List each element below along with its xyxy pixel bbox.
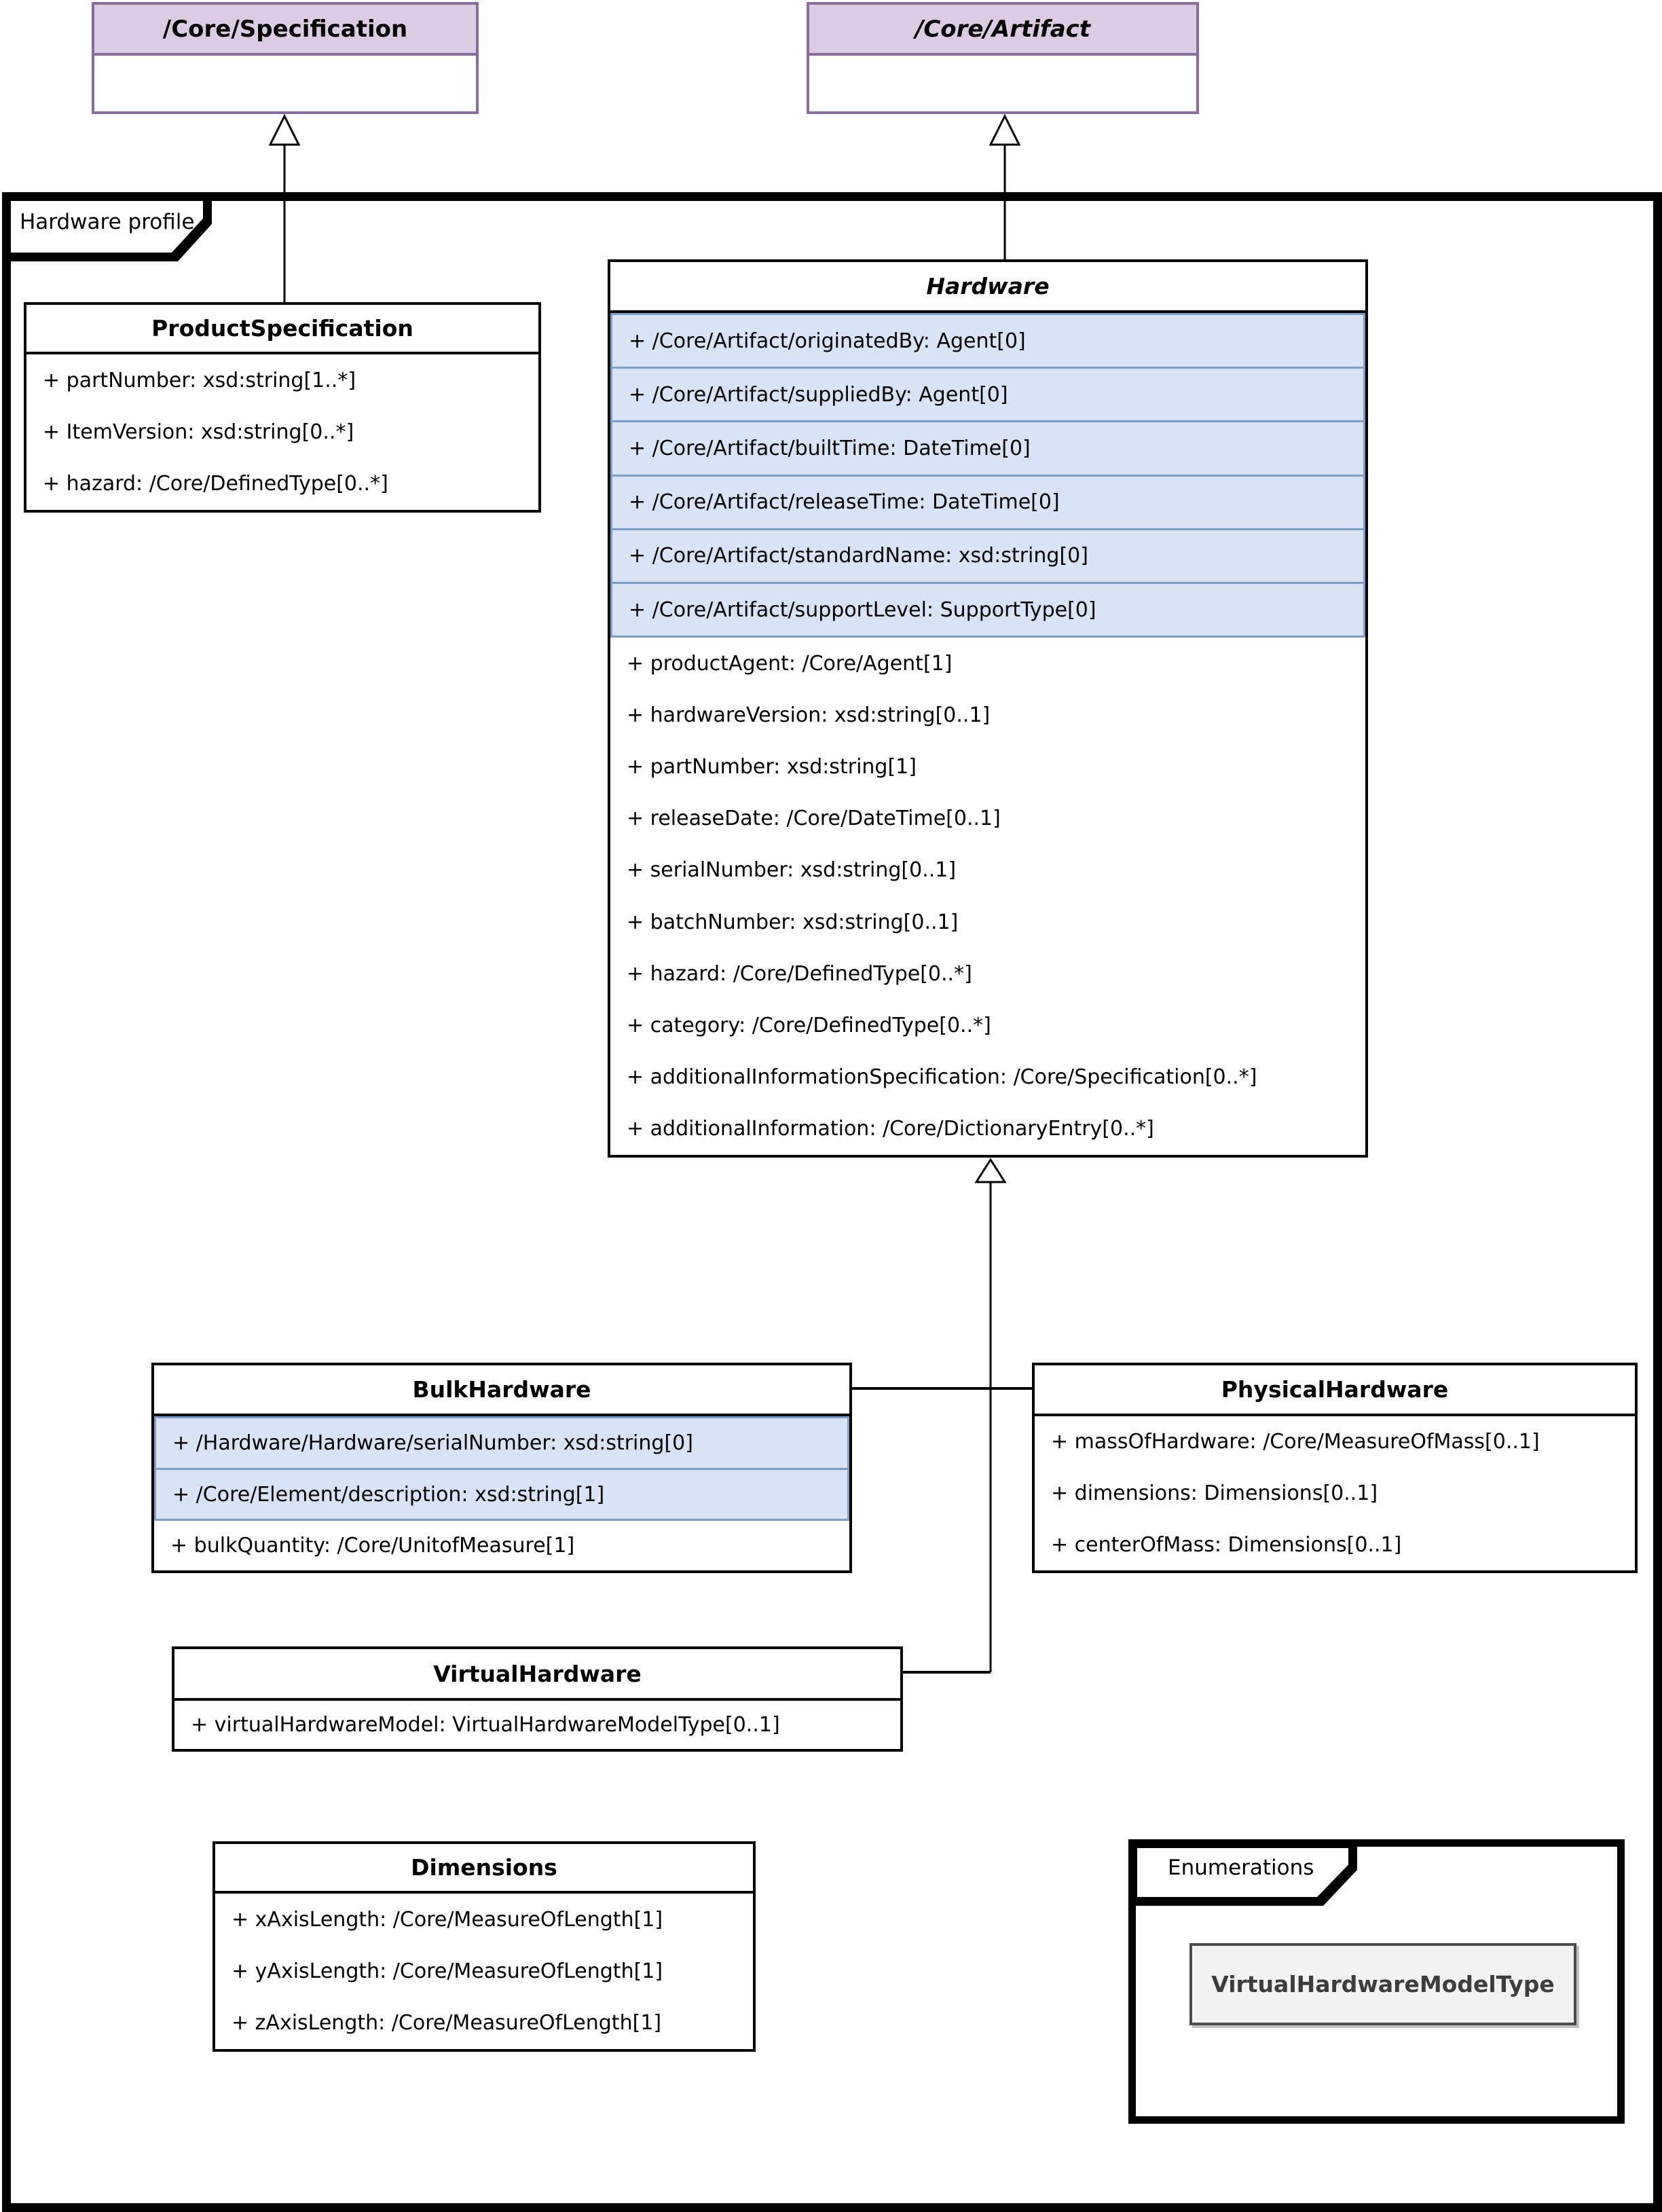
class-bulk-hardware: BulkHardware + /Hardware/Hardware/serial… [151,1363,852,1573]
class-title: Dimensions [215,1844,753,1894]
attribute-row-inherited: + /Core/Artifact/originatedBy: Agent[0] [610,313,1365,369]
enumeration-virtual-hardware-model-type: VirtualHardwareModelType [1189,1943,1576,2025]
class-title: Hardware [610,262,1365,313]
attribute-row: + xAxisLength: /Core/MeasureOfLength[1] [232,1907,663,1932]
class-core-artifact: /Core/Artifact [807,2,1199,114]
class-physical-hardware: PhysicalHardware + massOfHardware: /Core… [1032,1363,1638,1573]
attribute-row: + massOfHardware: /Core/MeasureOfMass[0.… [1051,1430,1540,1454]
class-title: /Core/Specification [94,5,476,56]
attribute-row-inherited: + /Core/Artifact/suppliedBy: Agent[0] [610,367,1365,423]
generalization-arrowhead-icon [974,1158,1007,1183]
attribute-row: + hardwareVersion: xsd:string[0..1] [627,703,991,727]
class-product-specification: ProductSpecification + partNumber: xsd:s… [24,302,541,513]
class-attribute-compartment: + /Core/Artifact/originatedBy: Agent[0]+… [610,313,1365,1155]
attribute-row: + releaseDate: /Core/DateTime[0..1] [627,807,1001,831]
attribute-row: + partNumber: xsd:string[1] [627,755,917,779]
class-dimensions: Dimensions + xAxisLength: /Core/MeasureO… [213,1841,756,2052]
attribute-row: + zAxisLength: /Core/MeasureOfLength[1] [232,2011,662,2035]
frame-tab-face [1137,1848,1348,1897]
attribute-row-inherited: + /Core/Artifact/builtTime: DateTime[0] [610,420,1365,477]
attribute-row: + partNumber: xsd:string[1..*] [43,368,356,392]
attribute-row: + additionalInformationSpecification: /C… [627,1065,1257,1090]
attribute-row: + productAgent: /Core/Agent[1] [627,651,953,676]
attribute-row: + hazard: /Core/DefinedType[0..*] [627,961,972,986]
class-hardware: Hardware + /Core/Artifact/originatedBy: … [608,259,1368,1158]
class-title: /Core/Artifact [809,5,1196,56]
attribute-row: + dimensions: Dimensions[0..1] [1051,1481,1378,1505]
hardware-profile-frame-tab: Hardware profile [2,192,212,261]
attribute-row-inherited: + /Core/Artifact/supportLevel: SupportTy… [610,581,1365,638]
class-attribute-compartment: + /Hardware/Hardware/serialNumber: xsd:s… [154,1416,849,1570]
generalization-arrowhead-icon [268,113,301,146]
attribute-row: + centerOfMass: Dimensions[0..1] [1051,1532,1402,1557]
attribute-row-inherited: + /Hardware/Hardware/serialNumber: xsd:s… [154,1416,849,1470]
attribute-row: + bulkQuantity: /Core/UnitofMeasure[1] [170,1534,575,1558]
enumerations-frame-tab: Enumerations [1128,1839,1357,1906]
generalization-arrowhead-icon [989,113,1021,146]
frame-tab-label: Hardware profile [20,210,195,234]
attribute-row: + ItemVersion: xsd:string[0..*] [43,420,354,444]
attribute-row: + batchNumber: xsd:string[0..1] [627,910,959,934]
class-virtual-hardware: VirtualHardware + virtualHardwareModel: … [172,1646,903,1752]
attribute-row: + hazard: /Core/DefinedType[0..*] [43,472,388,496]
attribute-row: + yAxisLength: /Core/MeasureOfLength[1] [232,1959,663,1983]
attribute-row-inherited: + /Core/Artifact/standardName: xsd:strin… [610,528,1365,584]
class-attribute-compartment [94,56,476,111]
attribute-row-inherited: + /Core/Artifact/releaseTime: DateTime[0… [610,474,1365,530]
attribute-row: + category: /Core/DefinedType[0..*] [627,1014,991,1038]
class-title: PhysicalHardware [1035,1365,1635,1416]
attribute-row-inherited: + /Core/Element/description: xsd:string[… [154,1467,849,1522]
attribute-row: + serialNumber: xsd:string[0..1] [627,858,957,883]
class-title: BulkHardware [154,1365,849,1416]
attribute-row: + virtualHardwareModel: VirtualHardwareM… [191,1713,780,1737]
enumeration-label: VirtualHardwareModelType [1211,1971,1555,1997]
class-attribute-compartment: + virtualHardwareModel: VirtualHardwareM… [174,1701,900,1749]
class-attribute-compartment: + xAxisLength: /Core/MeasureOfLength[1] +… [215,1894,753,2049]
class-title: VirtualHardware [174,1649,900,1701]
class-attribute-compartment: + massOfHardware: /Core/MeasureOfMass[0.… [1035,1416,1635,1570]
attribute-row: + additionalInformation: /Core/Dictionar… [627,1117,1154,1141]
class-attribute-compartment [809,56,1196,111]
class-core-specification: /Core/Specification [92,2,479,114]
class-attribute-compartment: + partNumber: xsd:string[1..*] + ItemVers… [26,354,538,510]
frame-tab-face [11,201,203,253]
frame-tab-label: Enumerations [1168,1856,1314,1880]
class-title: ProductSpecification [26,305,538,354]
